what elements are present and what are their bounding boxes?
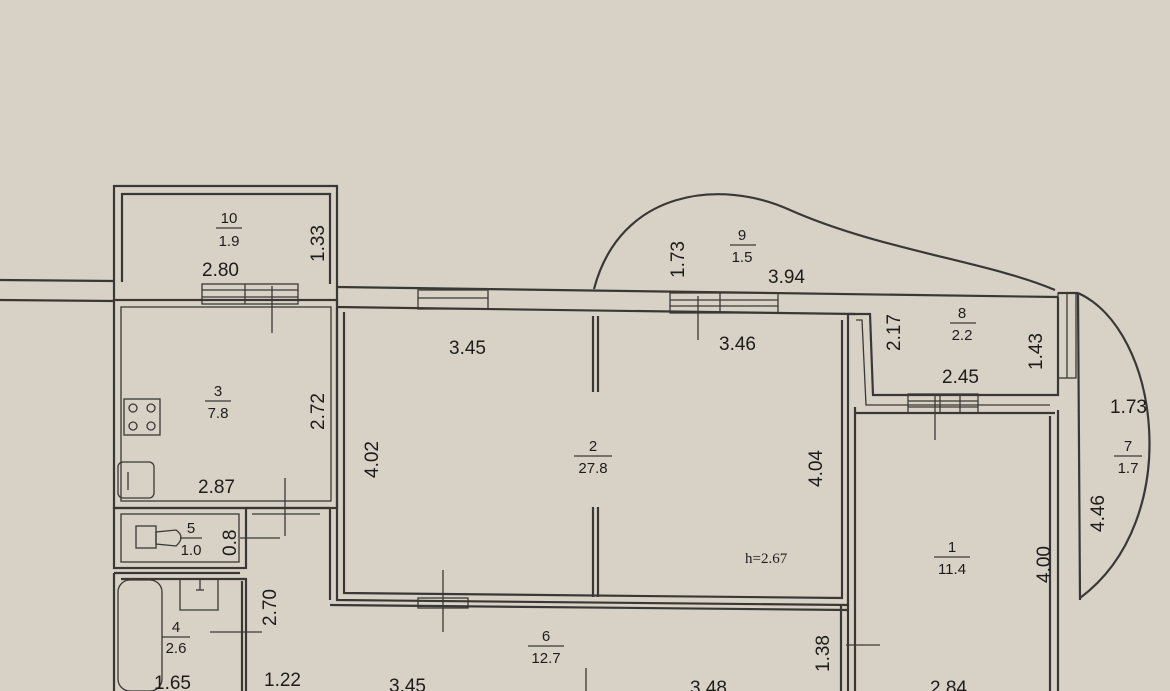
kitchen-sink-icon: [117, 461, 155, 499]
room-10-walls: [112, 184, 339, 305]
room-label-7: 7 1.7: [1114, 438, 1142, 477]
windows: [201, 283, 1077, 609]
svg-text:7.8: 7.8: [208, 405, 229, 422]
room-label-5: 5 1.0: [180, 520, 202, 559]
dim-4.02: 4.02: [362, 441, 383, 478]
svg-text:9: 9: [738, 227, 746, 244]
bathtub-icon: [117, 579, 163, 691]
svg-text:2: 2: [589, 438, 597, 455]
dim-2.70: 2.70: [260, 589, 281, 626]
dim-4.46: 4.46: [1088, 495, 1109, 532]
svg-text:2.6: 2.6: [166, 640, 187, 657]
dim-1.43: 1.43: [1026, 333, 1047, 370]
dim-1.38: 1.38: [813, 635, 834, 672]
svg-text:10: 10: [221, 210, 238, 227]
toilet-icon: [135, 525, 182, 549]
dim-0.8: 0.8: [220, 530, 241, 556]
svg-text:4: 4: [172, 619, 180, 636]
dim-4.00: 4.00: [1034, 546, 1055, 583]
dim-1.73-top: 1.73: [668, 241, 689, 278]
svg-text:1.5: 1.5: [732, 249, 753, 266]
room-label-3: 3 7.8: [205, 383, 231, 422]
room-1-walls: [853, 407, 1060, 691]
door-marks: [210, 286, 936, 691]
svg-text:8: 8: [958, 305, 966, 322]
room-label-4: 4 2.6: [162, 619, 190, 657]
dim-3.94: 3.94: [768, 267, 805, 288]
svg-text:1.9: 1.9: [219, 233, 240, 250]
svg-text:11.4: 11.4: [938, 561, 966, 578]
wc-walls: [112, 506, 850, 691]
svg-text:7: 7: [1124, 438, 1132, 455]
room-7-walls: [1058, 291, 1151, 601]
stove-icon: [123, 398, 161, 436]
room-label-6: 6 12.7: [528, 628, 564, 667]
ceiling-height: h=2.67: [745, 551, 788, 567]
room-label-10: 10 1.9: [216, 210, 242, 250]
room-2-walls: [335, 307, 850, 607]
dim-1.65: 1.65: [154, 673, 191, 691]
dim-2.45: 2.45: [942, 367, 979, 388]
dim-2.87: 2.87: [198, 477, 235, 498]
dim-2.17: 2.17: [884, 314, 905, 351]
svg-text:1.7: 1.7: [1118, 460, 1139, 477]
dim-3.48: 3.48: [690, 678, 727, 691]
room-label-2: 2 27.8: [574, 438, 612, 477]
dim-3.46: 3.46: [719, 334, 756, 355]
svg-text:6: 6: [542, 628, 550, 645]
svg-text:1.0: 1.0: [181, 542, 202, 559]
exterior-walls: [0, 278, 1059, 316]
room-label-9: 9 1.5: [730, 227, 756, 266]
svg-text:1: 1: [948, 539, 956, 556]
room-label-1: 1 11.4: [934, 539, 970, 578]
dim-1.22: 1.22: [264, 670, 301, 691]
svg-text:3: 3: [214, 383, 222, 400]
svg-text:5: 5: [187, 520, 195, 537]
room-9-walls: [592, 193, 1056, 292]
svg-text:2.2: 2.2: [952, 327, 973, 344]
svg-text:27.8: 27.8: [578, 460, 607, 477]
dim-1.73-right: 1.73: [1110, 397, 1147, 418]
dim-4.04: 4.04: [806, 450, 827, 487]
dim-3.45-top: 3.45: [449, 338, 486, 359]
room-label-8: 8 2.2: [950, 305, 976, 344]
dim-2.72: 2.72: [308, 393, 329, 430]
svg-text:12.7: 12.7: [531, 650, 560, 667]
dim-2.84: 2.84: [930, 678, 967, 691]
dim-1.33: 1.33: [308, 225, 329, 262]
washbasin-icon: [179, 578, 219, 611]
dim-3.45-bottom: 3.45: [389, 676, 426, 691]
dim-2.80: 2.80: [202, 260, 239, 281]
